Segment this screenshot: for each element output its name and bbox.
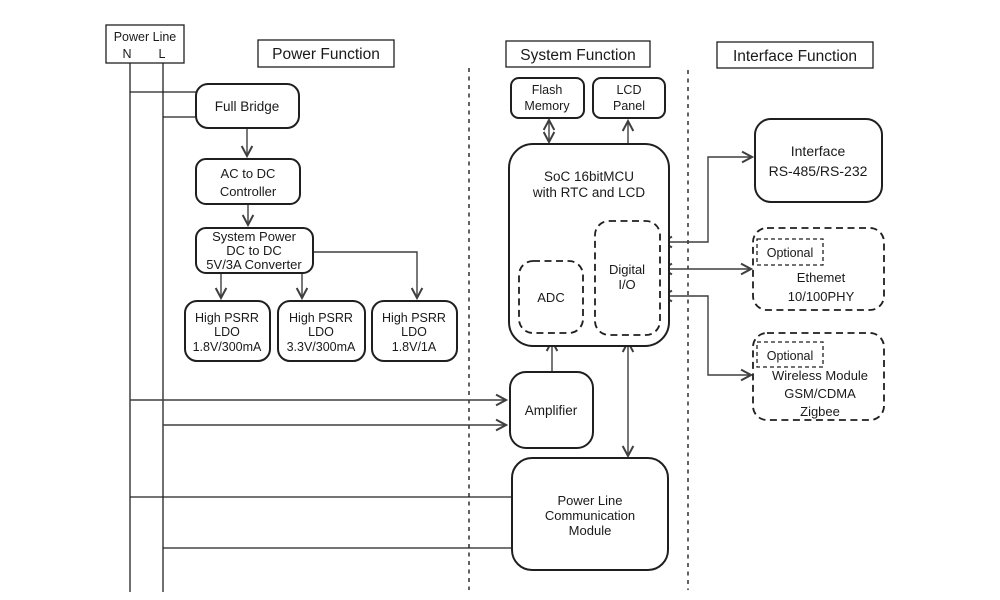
node-soc: SoC 16bitMCU with RTC and LCD ADC Digita… [508, 143, 670, 347]
digital-io-box [594, 220, 661, 336]
header-power-function: Power Function [257, 39, 395, 68]
flash-memory-box [510, 77, 585, 119]
flash-label-line2: Memory [524, 99, 570, 113]
node-plc-module: Power Line Communication Module [511, 457, 669, 571]
soc-box [508, 143, 670, 347]
system-power-box [195, 227, 314, 274]
adc-box [518, 260, 584, 334]
amplifier-label: Amplifier [525, 403, 578, 418]
system-power-label-line1: System Power [212, 229, 296, 244]
ldo3-label-line1: High PSRR [382, 311, 446, 325]
power-line-n-label: N [122, 47, 131, 61]
system-power-label-line2: DC to DC [226, 243, 282, 258]
node-ldo-1v8-1a: High PSRR LDO 1.8V/1A [371, 300, 458, 362]
soc-label-line2: with RTC and LCD [532, 185, 646, 200]
power-line-box [105, 24, 185, 64]
interface-rs-box [754, 118, 883, 203]
node-amplifier: Amplifier [509, 371, 594, 449]
wireless-box [752, 332, 885, 421]
node-full-bridge: Full Bridge [195, 83, 300, 129]
ldo-3v3-300ma-box [277, 300, 366, 362]
ldo2-label-line2: LDO [308, 325, 334, 339]
ldo-1v8-300ma-box [184, 300, 271, 362]
wireless-optional-box [756, 341, 824, 368]
ldo1-label-line3: 1.8V/300mA [193, 340, 262, 354]
plc-label-line1: Power Line [557, 493, 622, 508]
plc-label-line2: Communication [545, 508, 635, 523]
digital-io-label-line1: Digital [609, 262, 645, 277]
soc-label-line1: SoC 16bitMCU [544, 169, 634, 184]
adc-label: ADC [537, 290, 564, 305]
wireless-optional-label: Optional [767, 349, 814, 363]
interface-function-header-label: Interface Function [733, 48, 857, 65]
lcd-panel-box [592, 77, 666, 119]
power-function-header-label: Power Function [272, 46, 380, 63]
ethernet-optional-box [756, 238, 824, 266]
full-bridge-label: Full Bridge [215, 99, 280, 114]
node-interface-rs: Interface RS-485/RS-232 [754, 118, 883, 203]
ethernet-label-line2: 10/100PHY [788, 289, 855, 304]
system-function-header-box [505, 40, 651, 68]
flash-label-line1: Flash [532, 83, 563, 97]
node-ac-dc-controller: AC to DC Controller [195, 158, 301, 205]
node-ldo-3v3-300ma: High PSRR LDO 3.3V/300mA [277, 300, 366, 362]
node-flash-memory: Flash Memory [510, 77, 585, 119]
wireless-label-line3: Zigbee [800, 404, 840, 419]
ldo-1v8-1a-box [371, 300, 458, 362]
ethernet-optional-label: Optional [767, 246, 814, 260]
ac-dc-controller-box [195, 158, 301, 205]
plc-label-line3: Module [569, 523, 612, 538]
node-power-line: Power Line N L [105, 24, 185, 64]
power-function-header-box [257, 39, 395, 68]
ethernet-box [752, 227, 885, 311]
node-ethernet: Optional Ethemet 10/100PHY [752, 227, 885, 311]
node-system-power: System Power DC to DC 5V/3A Converter [195, 227, 314, 274]
ldo2-label-line1: High PSRR [289, 311, 353, 325]
power-line-l-label: L [159, 47, 166, 61]
ethernet-label-line1: Ethemet [797, 270, 846, 285]
lcd-label-line1: LCD [616, 83, 641, 97]
node-lcd-panel: LCD Panel [592, 77, 666, 119]
node-ldo-1v8-300ma: High PSRR LDO 1.8V/300mA [184, 300, 271, 362]
node-wireless: Optional Wireless Module GSM/CDMA Zigbee [752, 332, 885, 421]
ldo1-label-line2: LDO [214, 325, 240, 339]
full-bridge-box [195, 83, 300, 129]
ac-dc-label-line2: Controller [220, 184, 277, 199]
ldo3-label-line3: 1.8V/1A [392, 340, 437, 354]
wireless-label-line2: GSM/CDMA [784, 386, 856, 401]
plc-module-box [511, 457, 669, 571]
amplifier-box [509, 371, 594, 449]
ldo2-label-line3: 3.3V/300mA [287, 340, 356, 354]
edge-digitalio-wireless-bidir [662, 296, 751, 375]
edge-digitalio-interface-bidir [662, 157, 752, 242]
header-system-function: System Function [505, 40, 651, 68]
ldo3-label-line2: LDO [401, 325, 427, 339]
ldo1-label-line1: High PSRR [195, 311, 259, 325]
power-line-title: Power Line [114, 30, 177, 44]
header-interface-function: Interface Function [716, 41, 874, 69]
system-function-header-label: System Function [520, 47, 635, 64]
interface-rs-label-line1: Interface [791, 143, 846, 159]
interface-function-header-box [716, 41, 874, 69]
system-power-label-line3: 5V/3A Converter [206, 257, 302, 272]
edge-syspower-to-ldo3 [313, 251, 417, 298]
digital-io-label-line2: I/O [618, 277, 635, 292]
interface-rs-label-line2: RS-485/RS-232 [769, 163, 868, 179]
wireless-label-line1: Wireless Module [772, 368, 868, 383]
lcd-label-line2: Panel [613, 99, 645, 113]
ac-dc-label-line1: AC to DC [221, 166, 276, 181]
